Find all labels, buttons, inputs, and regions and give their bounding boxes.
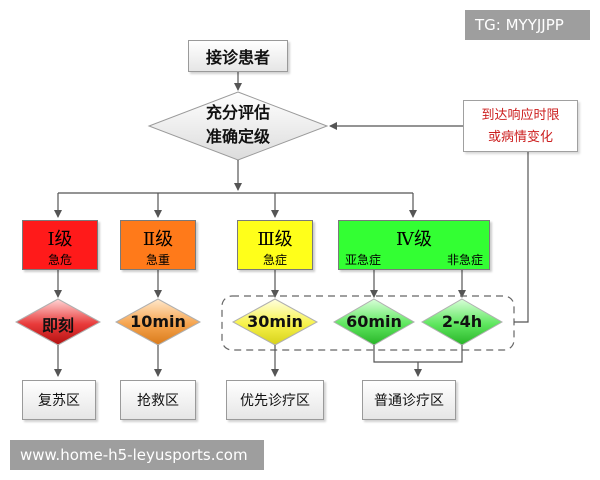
level-4-box: Ⅳ级 亚急症 非急症 xyxy=(338,220,490,270)
area-general: 普通诊疗区 xyxy=(362,380,456,420)
area-resuscitation: 复苏区 xyxy=(22,380,96,420)
level-1-box: Ⅰ级 急危 xyxy=(22,220,98,270)
time-label-2-4h: 2-4h xyxy=(441,312,483,331)
level-1-sub: 急危 xyxy=(47,253,72,267)
level-2-box: Ⅱ级 急重 xyxy=(120,220,196,270)
area-rescue: 抢救区 xyxy=(120,380,196,420)
level-1-title: Ⅰ级 xyxy=(47,229,73,250)
area-priority: 优先诊疗区 xyxy=(226,380,324,420)
level-4-sub-right: 非急症 xyxy=(446,253,483,267)
watermark-top: TG: MYYJJPP xyxy=(465,10,590,40)
level-4-title: Ⅳ级 xyxy=(396,229,432,250)
time-label-30min: 30min xyxy=(247,312,303,331)
level-4-sub-left: 亚急症 xyxy=(345,253,382,267)
level-2-sub: 急重 xyxy=(145,253,170,267)
watermark-bottom: www.home-h5-leyusports.com xyxy=(10,440,264,470)
merge-line xyxy=(373,345,463,363)
dashed-group xyxy=(221,295,515,351)
start-box: 接诊患者 xyxy=(188,40,288,72)
reassess-box: 到达响应时限 或病情变化 xyxy=(463,100,578,152)
time-label-immediate: 即刻 xyxy=(41,316,74,335)
feedback-line xyxy=(514,152,529,323)
level-2-title: Ⅱ级 xyxy=(142,229,174,250)
level-3-sub: 急症 xyxy=(262,253,287,267)
time-label-10min: 10min xyxy=(130,312,186,331)
level-3-box: Ⅲ级 急症 xyxy=(237,220,313,270)
assess-label: 充分评估 准确定级 xyxy=(205,103,270,146)
time-label-60min: 60min xyxy=(346,312,402,331)
level-3-title: Ⅲ级 xyxy=(257,229,293,250)
